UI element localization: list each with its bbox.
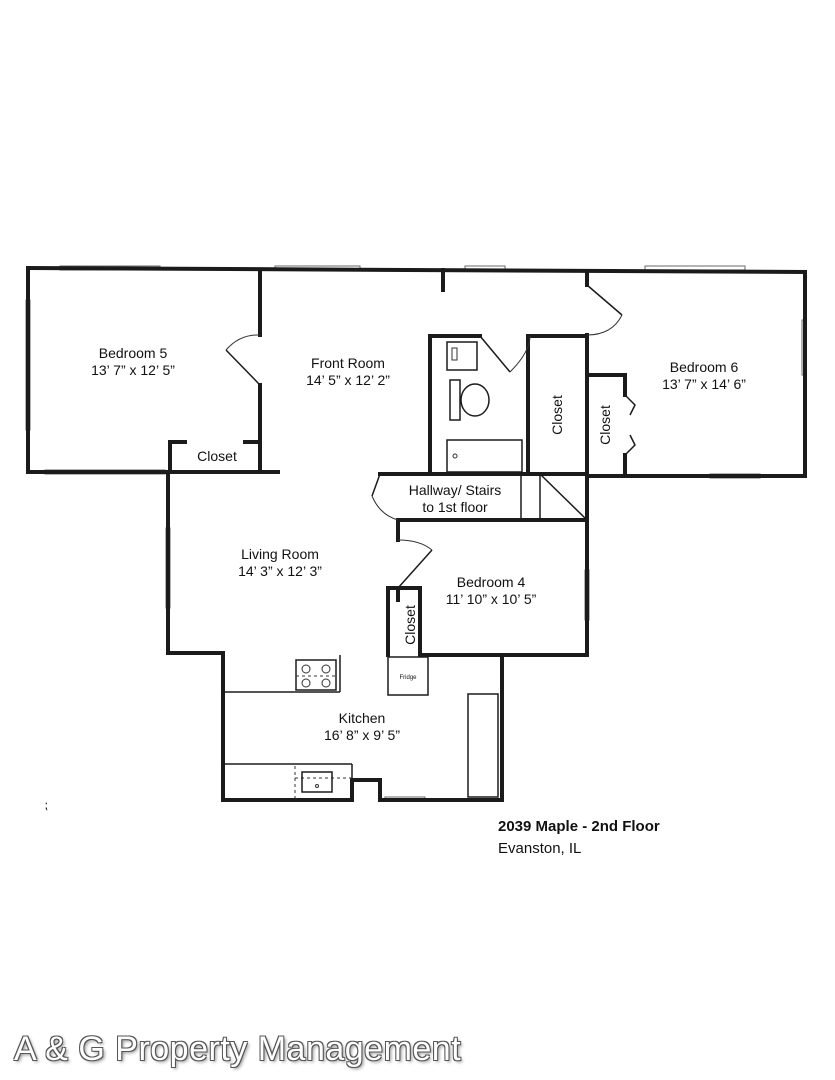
bedroom4-name: Bedroom 4 <box>457 574 526 590</box>
bathroom-fixtures <box>446 341 523 473</box>
bedroom4-closet-label: Closet <box>402 605 418 645</box>
bath-closet-label: Closet <box>549 395 565 435</box>
bedroom4-size: 11’ 10” x 10’ 5” <box>446 591 537 607</box>
kitchen-size: 16’ 8” x 9’ 5” <box>324 727 400 743</box>
doors <box>225 284 636 589</box>
front-room-size: 14’ 5” x 12’ 2” <box>306 372 390 388</box>
living-room-size: 14’ 3” x 12’ 3” <box>238 563 322 579</box>
edge-mark: ⁏ <box>44 798 49 812</box>
walls <box>25 265 808 802</box>
fridge <box>387 656 429 696</box>
bedroom5-size: 13’ 7” x 12’ 5” <box>91 362 175 378</box>
kitchen-name: Kitchen <box>339 710 386 726</box>
watermark: A & G Property Management <box>14 1030 462 1068</box>
hallway-sub: to 1st floor <box>422 499 488 515</box>
front-room-name: Front Room <box>311 355 385 371</box>
plan-subtitle: Evanston, IL <box>498 840 582 857</box>
fridge-label: Fridge <box>399 675 417 681</box>
bedroom6-name: Bedroom 6 <box>670 359 739 375</box>
plan-title: 2039 Maple - 2nd Floor <box>498 818 660 835</box>
stairs <box>520 473 588 521</box>
bedroom5-name: Bedroom 5 <box>99 345 168 361</box>
kitchen-fixtures: Fridge <box>223 655 499 798</box>
bedroom6-size: 13’ 7” x 14’ 6” <box>662 376 746 392</box>
bedroom6-closet-label: Closet <box>597 405 613 445</box>
hallway-name: Hallway/ Stairs <box>409 482 502 498</box>
living-room-name: Living Room <box>241 546 319 562</box>
room-labels: Bedroom 5 13’ 7” x 12’ 5” Front Room 14’… <box>91 345 746 743</box>
bedroom5-closet-label: Closet <box>197 448 237 464</box>
